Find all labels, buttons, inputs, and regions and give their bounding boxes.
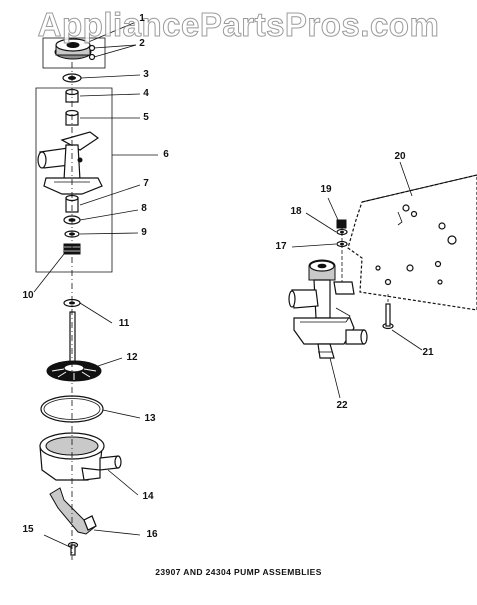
nut-19 [336,219,347,229]
callout-11: 11 [118,318,130,329]
callout-21: 21 [422,347,434,358]
diagram-caption: 23907 AND 24304 PUMP ASSEMBLIES [155,567,322,577]
pulley-assembly [42,37,106,69]
callout-15: 15 [22,524,34,535]
callout-7: 7 [143,178,149,189]
screw-15 [67,541,79,556]
leader-lines-left [33,21,158,548]
callout-13: 13 [144,413,156,424]
pump-housing-14 [39,432,122,481]
bracket-16 [49,487,97,535]
callout-4: 4 [143,88,149,99]
callout-8: 8 [141,203,147,214]
pump-assembly-22 [288,259,368,359]
callout-2: 2 [139,38,145,49]
callout-9: 9 [141,227,147,238]
callout-12: 12 [126,352,138,363]
callout-1: 1 [139,13,145,24]
impeller-12 [46,311,102,382]
mounting-plate-20 [347,174,477,311]
callout-17: 17 [275,241,287,252]
pump-cover-6 [37,131,103,195]
watermark-text: AppliancePartsPros.com [37,6,440,44]
callout-14: 14 [142,491,154,502]
callout-10: 10 [22,290,34,301]
screw-21 [382,294,394,330]
callout-20: 20 [394,151,406,162]
leader-lines-right [291,161,423,399]
seal-group-bracket [35,87,113,273]
callout-3: 3 [143,69,149,80]
callout-18: 18 [290,206,302,217]
callout-22: 22 [336,400,348,411]
callout-6: 6 [163,149,169,160]
callout-19: 19 [320,184,332,195]
callout-16: 16 [146,529,158,540]
callout-5: 5 [143,112,149,123]
